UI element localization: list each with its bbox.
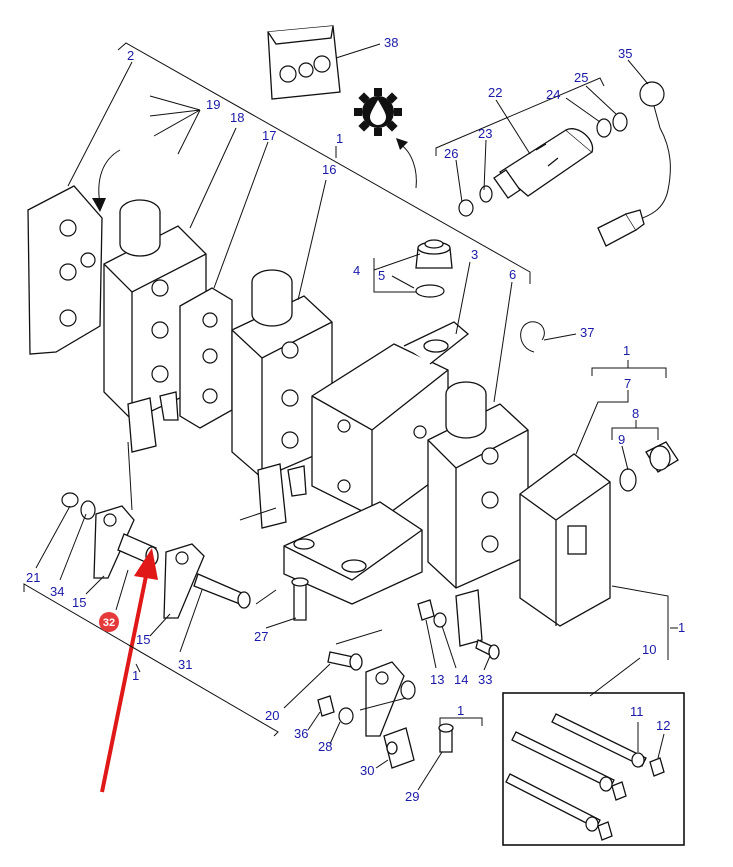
leader-lines [23,42,678,791]
label-1-right-mid: 1 [678,620,685,635]
bolt-27 [291,577,309,621]
tie-rod-kit-box [502,692,685,846]
label-1-top: 1 [336,131,343,146]
end-cover-7 [519,453,611,627]
label-28: 28 [318,739,332,754]
label-21: 21 [26,570,40,585]
block-30 [383,727,415,769]
linkage-block [283,501,423,605]
label-5: 5 [378,268,385,283]
label-29: 29 [405,789,419,804]
label-33: 33 [478,672,492,687]
clip-13 [417,599,435,621]
highlight-arrow [100,548,158,793]
o-ring-25 [612,112,628,132]
o-ring-23 [479,185,493,203]
label-36: 36 [294,726,308,741]
label-38: 38 [384,35,398,50]
lever-lower [365,661,405,737]
label-31: 31 [178,657,192,672]
label-19: 19 [206,97,220,112]
bolt-31 [193,573,251,609]
label-15-right: 15 [136,632,150,647]
label-4: 4 [353,263,360,278]
lever-15a [93,505,135,579]
label-23: 23 [478,126,492,141]
valve-section-2 [231,269,333,529]
nut-36 [317,695,335,717]
label-6: 6 [509,267,516,282]
valve-section-3 [427,381,529,647]
gear-with-oil-drop-icon [354,88,417,189]
label-1-left: 1 [132,668,139,683]
label-17: 17 [262,128,276,143]
lever-15b [163,543,205,619]
breather-plug [415,239,453,269]
label-9: 9 [618,432,625,447]
label-30: 30 [360,763,374,778]
screw-29 [438,723,454,753]
inlet-cover-3 [311,321,470,521]
washer-lower [400,680,416,700]
label-12: 12 [656,718,670,733]
o-ring-24 [596,118,612,138]
highlight-badge-32: 32 [99,612,119,632]
bolt-33 [475,639,500,660]
label-7: 7 [624,376,631,391]
circlip [520,321,545,353]
label-32: 32 [103,617,115,629]
label-1-right-top: 1 [623,343,630,358]
end-plate [27,149,121,355]
callout-labels: 2 38 35 25 22 24 19 18 17 1 23 26 16 3 4… [26,35,685,804]
label-18: 18 [230,110,244,125]
label-13: 13 [430,672,444,687]
o-ring-26 [458,199,474,217]
label-34: 34 [50,584,64,599]
clip-21 [61,492,79,508]
label-20: 20 [265,708,279,723]
label-2: 2 [127,48,134,63]
label-8: 8 [632,406,639,421]
seal-kit-bag [267,25,341,100]
label-16: 16 [322,162,336,177]
label-26: 26 [444,146,458,161]
label-27: 27 [254,629,268,644]
washer-14 [433,612,447,628]
washer-34 [80,500,96,520]
label-10: 10 [642,642,656,657]
o-ring-5 [415,284,445,298]
label-22: 22 [488,85,502,100]
plug-8 [645,441,679,473]
gasket-plate-17 [179,287,233,429]
label-15-left: 15 [72,595,86,610]
o-ring-9 [619,468,637,492]
solenoid-cartridge [493,128,594,199]
label-1-bottom: 1 [457,703,464,718]
label-35: 35 [618,46,632,61]
stud-20 [327,651,363,671]
label-11: 11 [630,704,644,719]
washer-28 [338,707,354,725]
label-14: 14 [454,672,468,687]
label-25: 25 [574,70,588,85]
electrical-connector-cable [597,81,671,247]
label-24: 24 [546,87,560,102]
label-3: 3 [471,247,478,262]
label-37: 37 [580,325,594,340]
